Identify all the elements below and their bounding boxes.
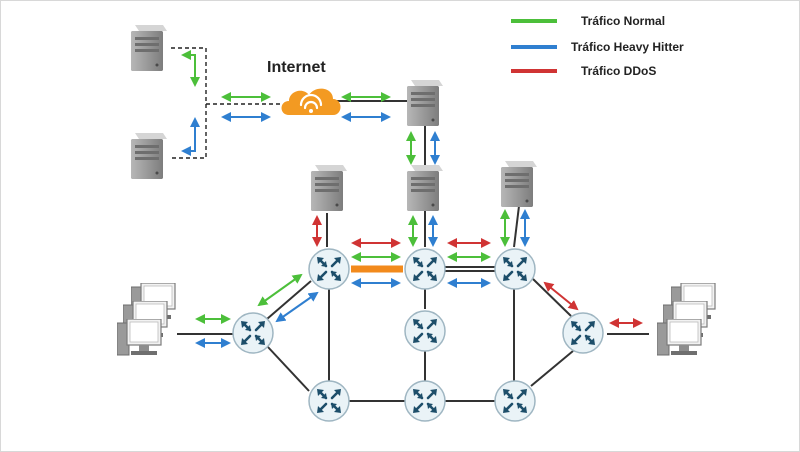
legend: Tráfico Normal Tráfico Heavy Hitter Tráf… — [511, 14, 684, 78]
network-links — [177, 100, 649, 402]
server-icon — [407, 80, 443, 126]
router-icon — [231, 311, 275, 355]
router-icon — [307, 247, 351, 291]
server-icon — [501, 161, 537, 207]
server-icon — [131, 25, 167, 71]
router-icon — [403, 379, 447, 423]
server-icon — [131, 133, 167, 179]
workstation-cluster-icon — [117, 283, 176, 356]
internet-label: Internet — [267, 59, 326, 76]
router-icon — [403, 247, 447, 291]
legend-item-heavy-hitter: Tráfico Heavy Hitter — [511, 40, 684, 54]
cloud-wifi-icon — [281, 88, 341, 115]
server-icon — [407, 165, 443, 211]
router-icon — [307, 379, 351, 423]
workstation-cluster-icon — [657, 283, 716, 356]
router-icon — [493, 379, 537, 423]
legend-label-normal: Tráfico Normal — [581, 14, 665, 28]
router-icon — [403, 309, 447, 353]
dashed-links — [171, 47, 283, 159]
legend-item-ddos: Tráfico DDoS — [511, 64, 656, 78]
legend-label-ddos: Tráfico DDoS — [581, 64, 656, 78]
router-icon — [493, 247, 537, 291]
legend-item-normal: Tráfico Normal — [511, 14, 665, 28]
traffic-arrows — [181, 50, 643, 348]
server-icon — [311, 165, 347, 211]
legend-label-heavy-hitter: Tráfico Heavy Hitter — [571, 40, 684, 54]
router-icon — [561, 311, 605, 355]
